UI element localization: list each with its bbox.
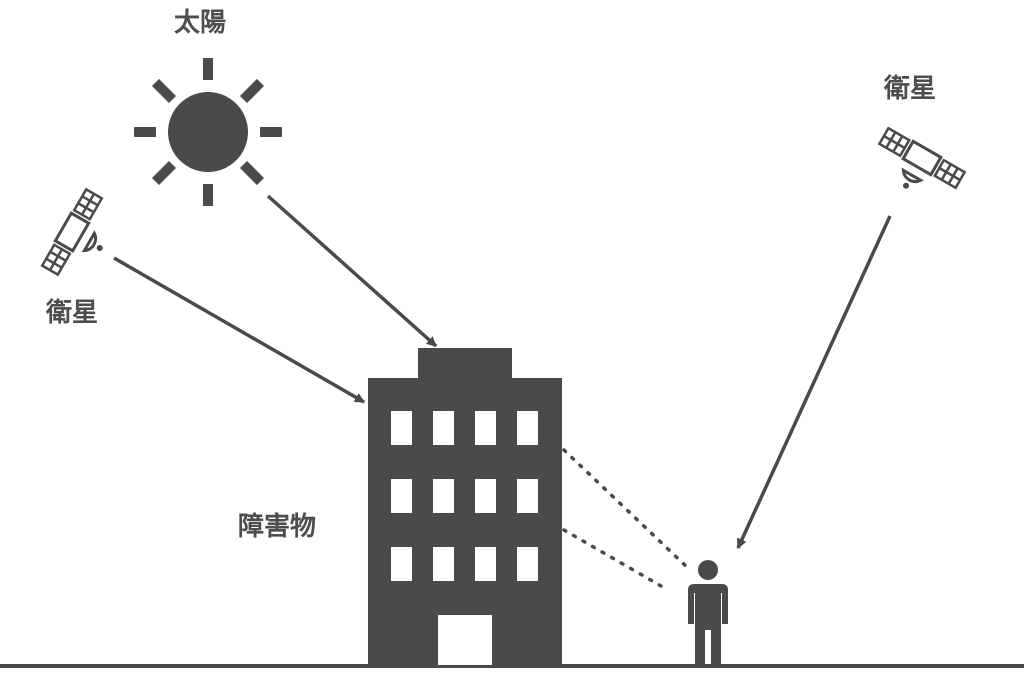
building-icon <box>368 348 562 666</box>
person-icon <box>688 560 728 664</box>
satellite-label-right: 衛星 <box>884 74 937 104</box>
sun-ray-arrow <box>266 194 438 348</box>
satellite-icon <box>40 187 104 277</box>
satellite-label-left: 衛星 <box>46 298 99 328</box>
sun-label: 太陽 <box>174 8 227 38</box>
obstacle-label: 障害物 <box>238 512 317 542</box>
left-satellite-signal-arrow <box>113 256 364 404</box>
obstruction-dotted-line-upper <box>562 448 692 572</box>
sun-icon <box>134 58 282 206</box>
obstruction-dotted-line-lower <box>562 528 670 592</box>
right-satellite-signal-arrow <box>738 215 892 548</box>
satellite-icon <box>877 126 967 190</box>
